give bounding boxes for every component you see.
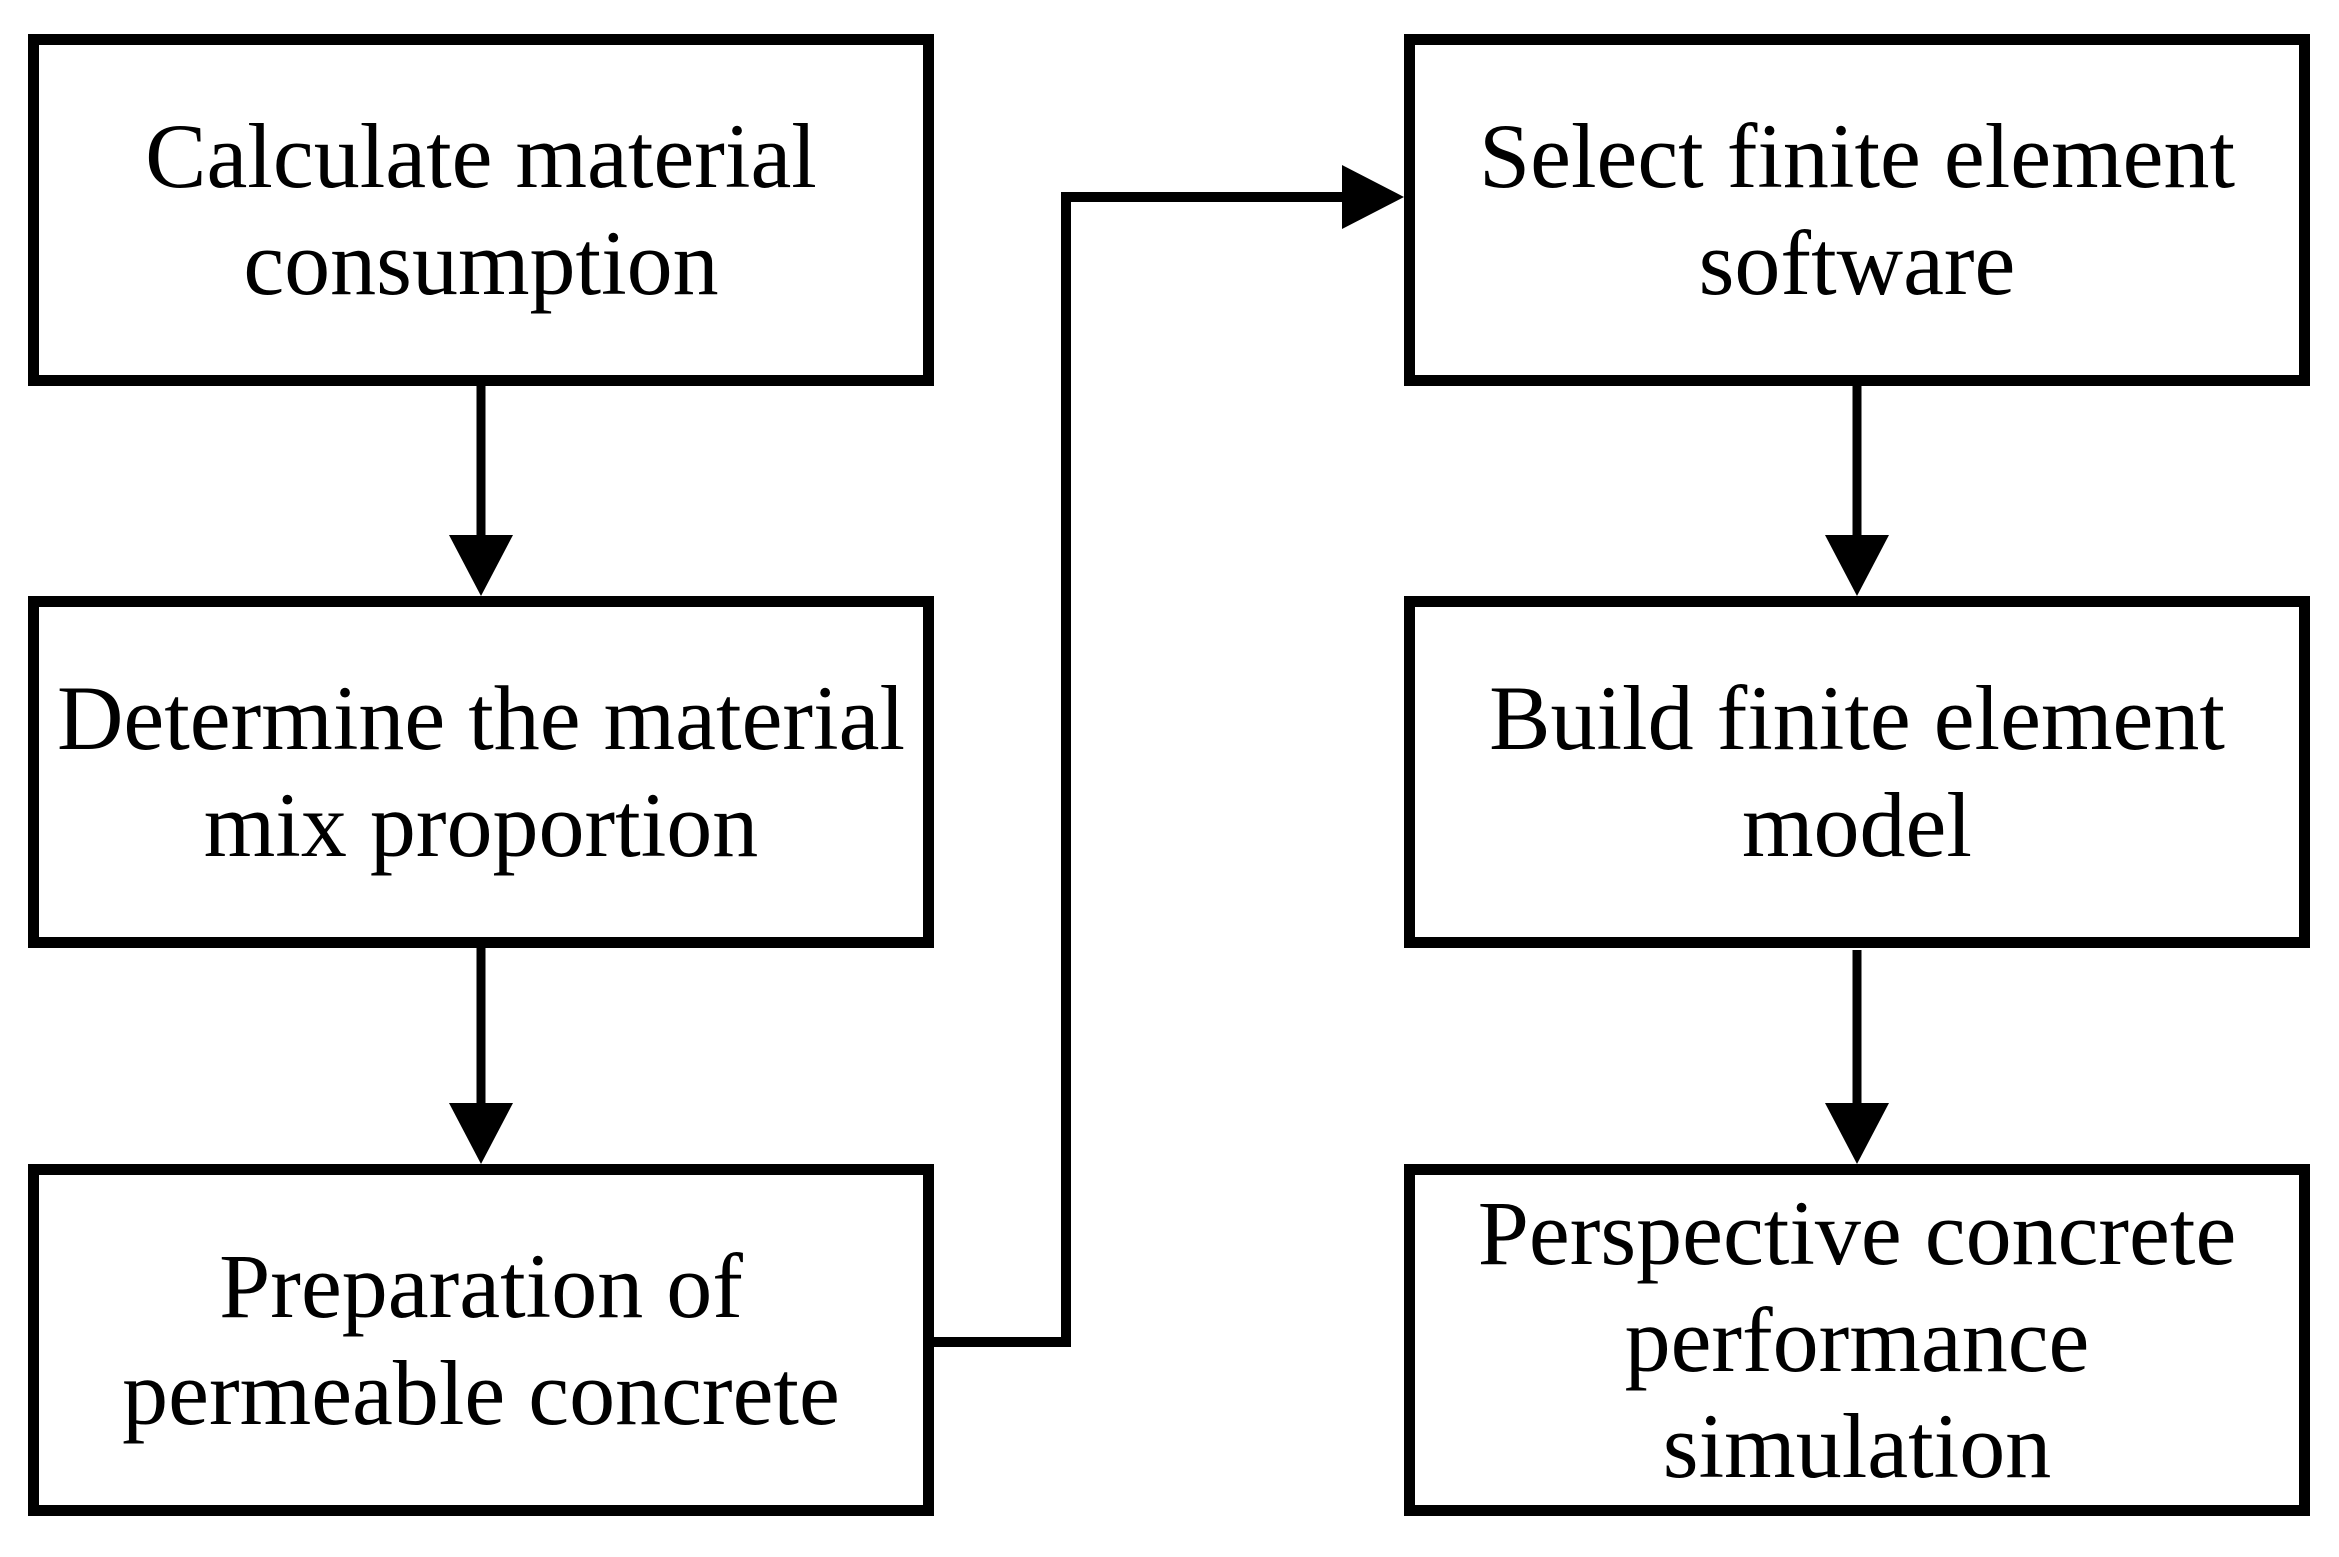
arrow-calculate-to-determine: [449, 385, 513, 596]
arrowhead-down-icon: [449, 1103, 513, 1164]
elbow-line: [933, 192, 1342, 1347]
arrow-build-to-perspective: [1825, 950, 1889, 1164]
node-determine-material-mix-proportion: Determine the material mix proportion: [28, 596, 934, 948]
node-label-preparation-of-permeable-concrete: Preparation of permeable concrete: [122, 1235, 840, 1444]
node-label-select-finite-element-software: Select finite element software: [1478, 105, 2236, 314]
node-label-build-finite-element-model: Build finite element model: [1489, 667, 2225, 876]
node-label-perspective-concrete-performance-simulation: Perspective concrete performance simulat…: [1477, 1181, 2237, 1498]
arrowhead-right-icon: [1342, 165, 1404, 229]
node-label-calculate-material-consumption: Calculate material consumption: [145, 105, 817, 314]
arrow-select-to-build: [1825, 386, 1889, 596]
node-calculate-material-consumption: Calculate material consumption: [28, 34, 934, 386]
arrow-determine-to-preparation: [449, 948, 513, 1164]
node-perspective-concrete-performance-simulation: Perspective concrete performance simulat…: [1404, 1164, 2310, 1516]
arrowhead-down-icon: [1825, 1103, 1889, 1164]
arrowhead-down-icon: [449, 535, 513, 596]
elbow-connector-preparation-to-select: [933, 165, 1404, 1347]
node-preparation-of-permeable-concrete: Preparation of permeable concrete: [28, 1164, 934, 1516]
node-build-finite-element-model: Build finite element model: [1404, 596, 2310, 948]
node-label-determine-material-mix-proportion: Determine the material mix proportion: [56, 667, 906, 876]
arrowhead-down-icon: [1825, 535, 1889, 596]
node-select-finite-element-software: Select finite element software: [1404, 34, 2310, 386]
